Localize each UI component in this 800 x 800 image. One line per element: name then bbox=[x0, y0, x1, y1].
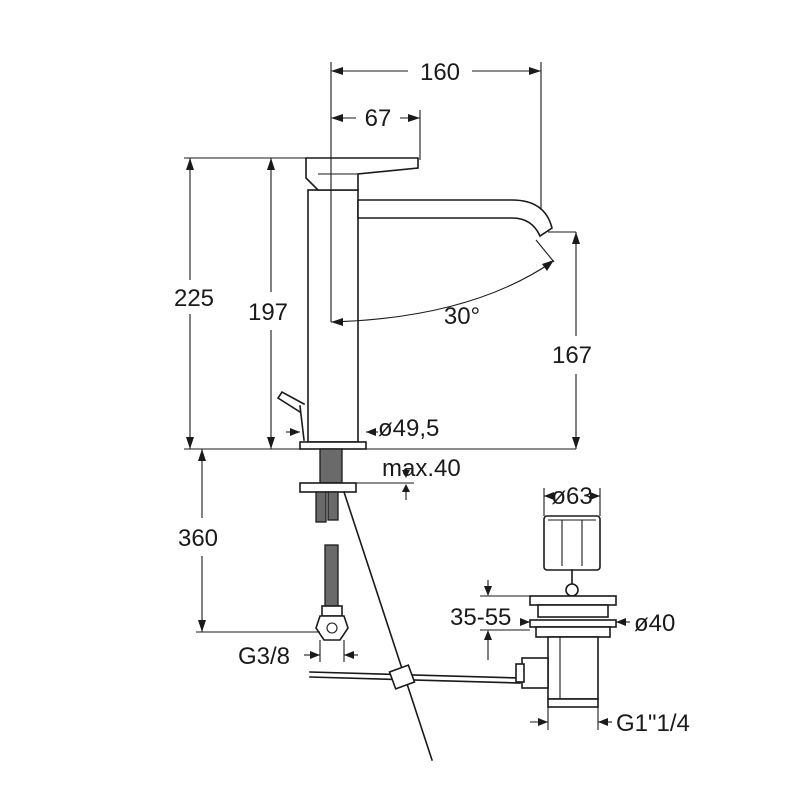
dim-lever-reach: 67 bbox=[365, 105, 392, 132]
waste-body bbox=[547, 636, 599, 700]
waste-valve bbox=[515, 515, 617, 708]
dim-waste-head: ø63 bbox=[551, 483, 592, 510]
waste-outlet bbox=[521, 657, 549, 689]
dim-base-diameter: ø49,5 bbox=[378, 415, 439, 442]
fixing-bolt bbox=[315, 491, 327, 523]
popup-knob bbox=[276, 390, 306, 414]
dim-height-spout: 197 bbox=[248, 299, 288, 326]
flexible-hose bbox=[324, 544, 339, 608]
dim-width-total: 160 bbox=[420, 59, 460, 86]
dim-height-total: 225 bbox=[174, 285, 214, 312]
faucet-column bbox=[307, 189, 359, 443]
faucet-base bbox=[299, 441, 367, 450]
waste-flange bbox=[529, 595, 617, 606]
dim-hose-length: 360 bbox=[178, 525, 218, 552]
dimension-labels: 160 67 225 197 167 30° ø49,5 max.40 360 … bbox=[174, 59, 690, 737]
dim-max-deck: max.40 bbox=[382, 455, 461, 482]
fixing-plate bbox=[299, 482, 357, 493]
linkage-clamp bbox=[388, 664, 416, 690]
dim-waste-hole: ø40 bbox=[634, 610, 675, 637]
waste-linkage bbox=[309, 671, 521, 679]
deck-fixings bbox=[299, 448, 521, 762]
dimension-lines bbox=[184, 62, 630, 730]
threaded-stud bbox=[319, 448, 343, 484]
faucet-lever bbox=[305, 157, 419, 191]
dim-waste-range: 35-55 bbox=[450, 604, 511, 631]
dim-spout-clearance: 167 bbox=[552, 342, 592, 369]
popup-rod bbox=[342, 490, 434, 762]
hose-nut bbox=[315, 615, 349, 641]
faucet-spout bbox=[357, 199, 553, 238]
dim-spout-angle: 30° bbox=[444, 303, 480, 330]
dim-hose-thread: G3/8 bbox=[238, 643, 290, 670]
waste-plug-head bbox=[543, 515, 601, 571]
faucet-body bbox=[276, 157, 553, 450]
dim-waste-thread: G1"1/4 bbox=[616, 710, 690, 737]
